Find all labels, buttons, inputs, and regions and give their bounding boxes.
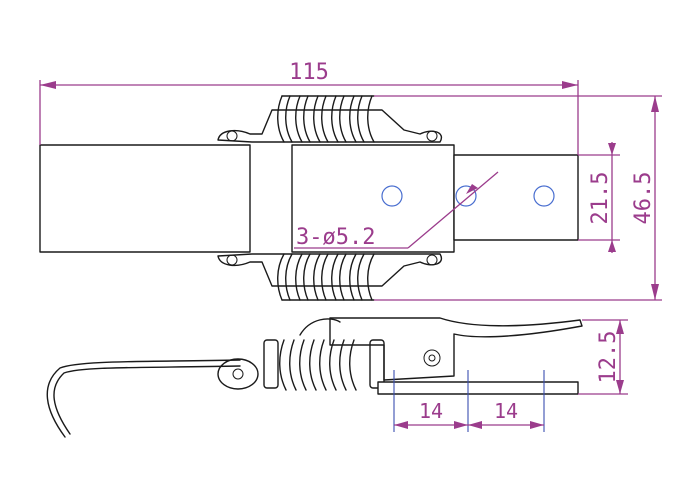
dim-overall-length: 115 bbox=[289, 60, 329, 85]
mounting-hole-3 bbox=[533, 185, 555, 207]
side-view bbox=[46, 317, 583, 438]
latch-plate bbox=[291, 144, 455, 253]
upper-spring bbox=[277, 95, 375, 143]
lower-spring bbox=[277, 253, 375, 301]
dim-hook-height: 12.5 bbox=[596, 331, 621, 384]
lower-left-rivet bbox=[226, 254, 238, 266]
lever-pivot bbox=[423, 349, 441, 367]
keeper-plate bbox=[39, 144, 251, 253]
dim-hole-spacing-2: 14 bbox=[494, 399, 518, 423]
dim-hole-spacing-1: 14 bbox=[419, 399, 443, 423]
dim-hole-callout: 3-ø5.2 bbox=[296, 225, 375, 250]
lower-right-rivet bbox=[426, 254, 438, 266]
hook-wire bbox=[46, 359, 241, 438]
lever-arm bbox=[329, 317, 583, 381]
top-view bbox=[39, 95, 579, 301]
dim-total-width: 46.5 bbox=[631, 172, 656, 225]
lower-bracket bbox=[217, 253, 443, 287]
upper-right-rivet bbox=[426, 130, 438, 142]
hole-callout-leader bbox=[407, 171, 499, 249]
upper-bracket bbox=[217, 109, 443, 143]
mounting-hole-1 bbox=[381, 185, 403, 207]
upper-left-rivet bbox=[226, 130, 238, 142]
side-spring bbox=[263, 318, 385, 391]
side-base-plate bbox=[377, 381, 579, 395]
dim-base-width: 21.5 bbox=[588, 172, 613, 225]
hook-eye bbox=[217, 358, 259, 390]
dimension-lines bbox=[39, 80, 662, 432]
